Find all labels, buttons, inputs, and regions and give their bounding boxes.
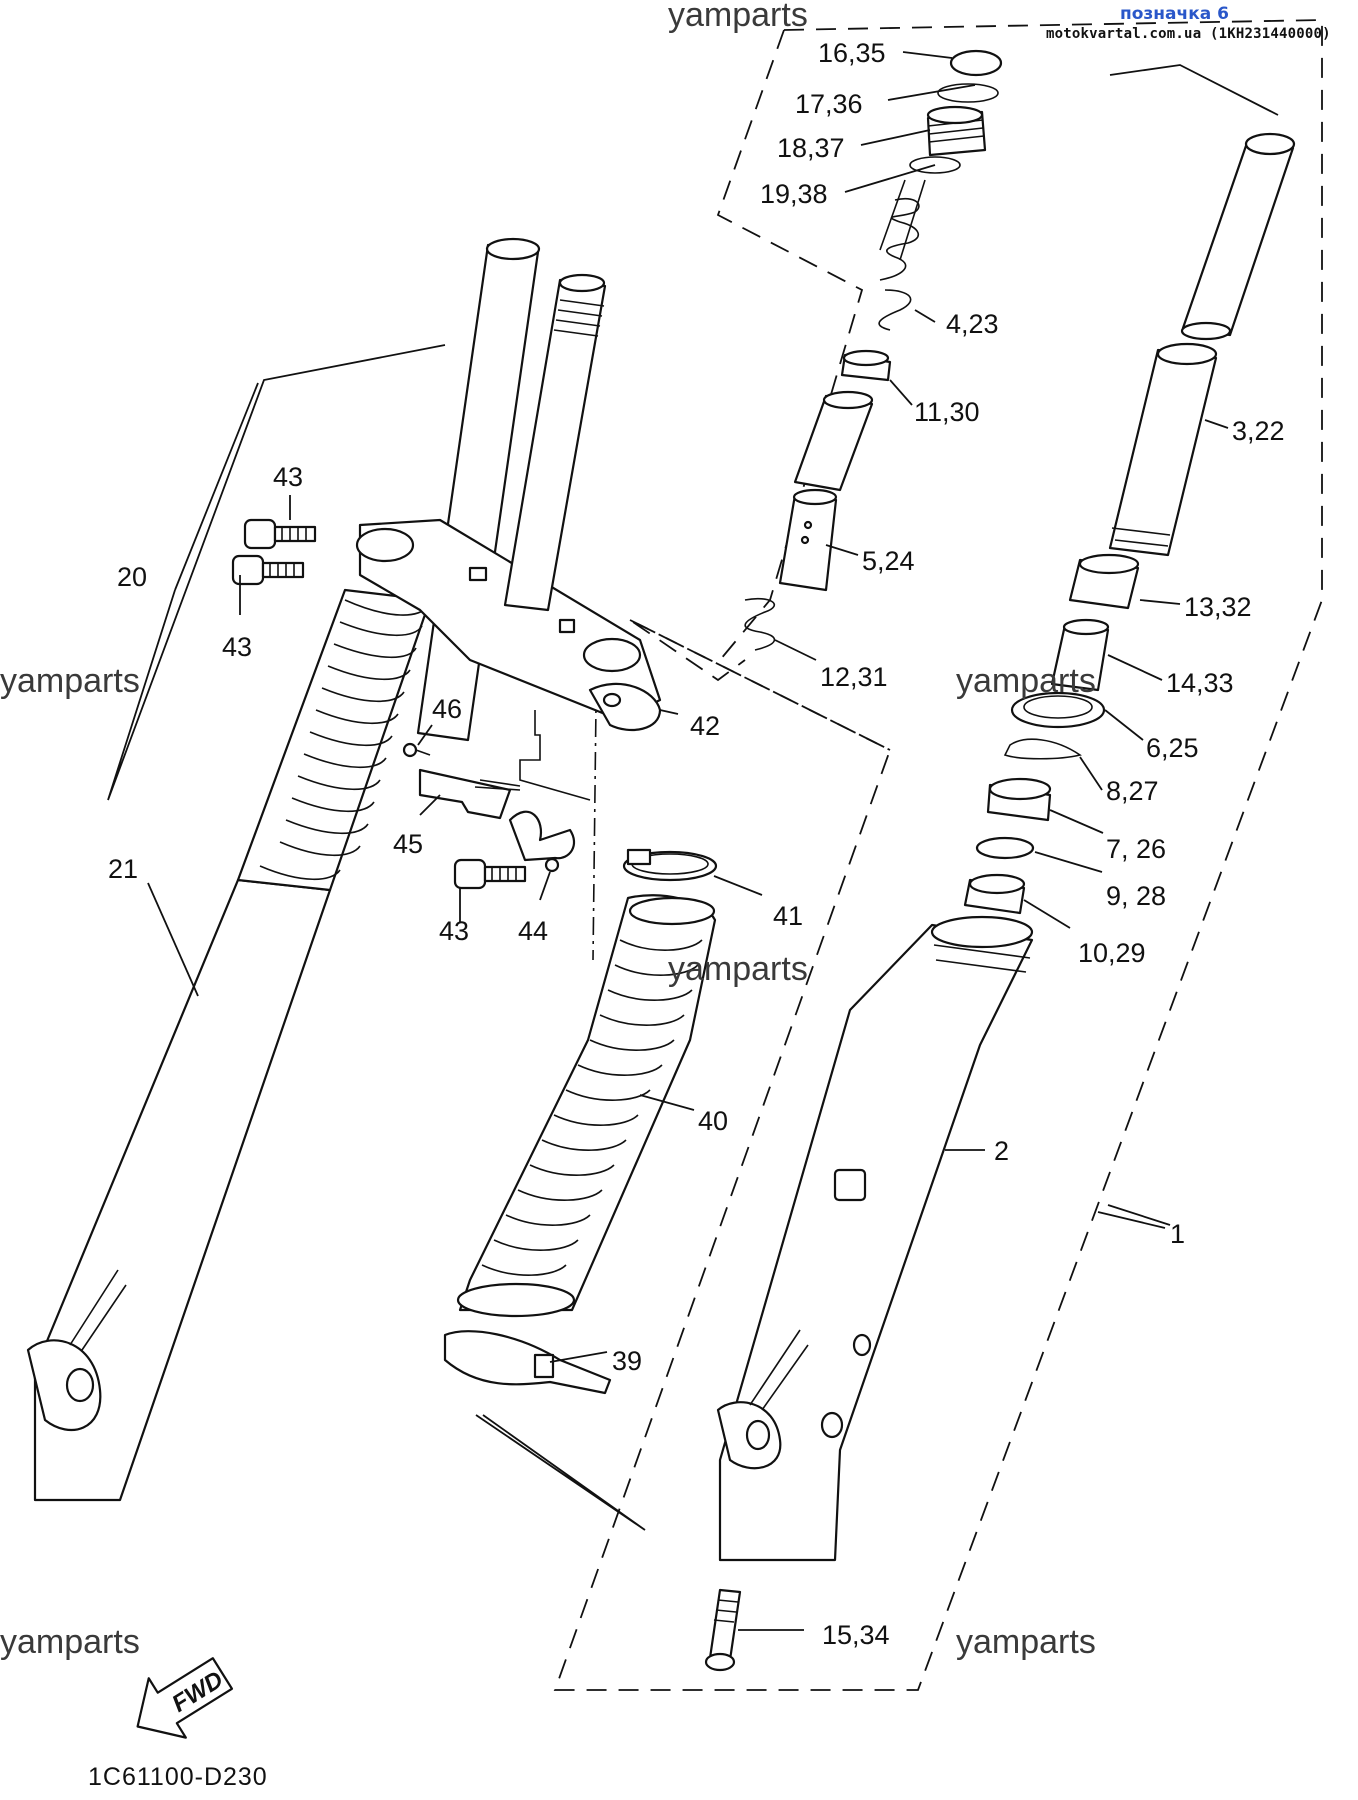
bolt-43-lower <box>231 554 305 586</box>
callout-41: 41 <box>773 901 803 931</box>
watermark-bottom-left: yamparts <box>0 1623 140 1661</box>
callout-46: 46 <box>432 694 462 724</box>
callout-13-32: 13,32 <box>1184 592 1252 622</box>
damper-internals <box>744 49 1003 651</box>
callout-5-24: 5,24 <box>862 546 915 576</box>
left-fork-assembly <box>26 237 662 1502</box>
watermark-center: yamparts <box>668 950 808 988</box>
callout-40: 40 <box>698 1106 728 1136</box>
callout-8-27: 8,27 <box>1106 776 1159 806</box>
callout-45: 45 <box>393 829 423 859</box>
center-gaiter-assembly <box>443 848 718 1395</box>
watermark-left: yamparts <box>0 662 140 700</box>
header-link[interactable]: позначка 6 <box>1120 4 1229 24</box>
watermark-right: yamparts <box>956 662 1096 700</box>
callout-6-25: 6,25 <box>1146 733 1199 763</box>
callout-42: 42 <box>690 711 720 741</box>
callout-44: 44 <box>518 916 548 946</box>
watermarks: yamparts yamparts yamparts yamparts yamp… <box>0 0 1096 1661</box>
callout-1: 1 <box>1170 1219 1185 1249</box>
callout-4-23: 4,23 <box>946 309 999 339</box>
left-gaiter <box>236 588 432 892</box>
callout-11-30: 11,30 <box>914 397 980 427</box>
callout-43-bracket: 43 <box>439 916 469 946</box>
leader-lines <box>107 51 1279 1631</box>
diagram-code: 1C61100-D230 <box>88 1763 268 1791</box>
callout-43-lower: 43 <box>222 632 252 662</box>
callout-2: 2 <box>994 1136 1009 1166</box>
callout-10-29: 10,29 <box>1078 938 1146 968</box>
header-source: motokvartal.com.ua (1KH231440000) <box>1046 26 1331 42</box>
watermark-bottom-right: yamparts <box>956 1623 1096 1661</box>
callout-7-26: 7, 26 <box>1106 834 1166 864</box>
right-fork-assembly <box>704 132 1296 1672</box>
callout-16-35: 16,35 <box>818 38 886 68</box>
callout-3-22: 3,22 <box>1232 416 1285 446</box>
callout-12-31: 12,31 <box>820 662 888 692</box>
callout-21: 21 <box>108 854 138 884</box>
watermark-top: yamparts <box>668 0 808 34</box>
callout-20: 20 <box>117 562 147 592</box>
callout-14-33: 14,33 <box>1166 668 1234 698</box>
callout-43-upper: 43 <box>273 462 303 492</box>
callout-39: 39 <box>612 1346 642 1376</box>
callout-17-36: 17,36 <box>795 89 863 119</box>
bolt-43-bracket <box>453 858 527 890</box>
dashed-boundaries <box>553 19 1323 1691</box>
callout-labels: 16,35 17,36 18,37 19,38 4,23 11,30 5,24 … <box>108 38 1285 1650</box>
callout-19-38: 19,38 <box>760 179 828 209</box>
callout-9-28: 9, 28 <box>1106 881 1166 911</box>
bolt-43-upper <box>243 518 317 550</box>
callout-15-34: 15,34 <box>822 1620 890 1650</box>
callout-18-37: 18,37 <box>777 133 845 163</box>
